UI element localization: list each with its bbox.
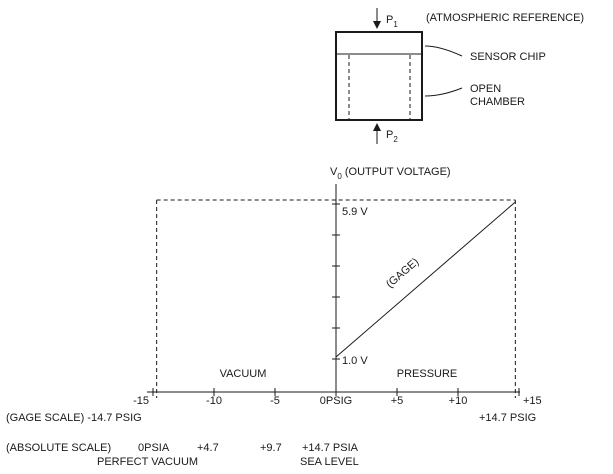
x-tick-label: +10	[449, 395, 468, 407]
absolute-4-7-label: +4.7	[197, 442, 219, 454]
x-tick-label: -10	[206, 395, 222, 407]
x-axis-ticks: -15 -10 -5 0PSIG +5 +10 +15	[133, 388, 542, 407]
p2-label: P2	[386, 129, 398, 144]
min-voltage-label: 1.0 V	[342, 355, 368, 367]
gage-series-label: (GAGE)	[384, 256, 421, 291]
gage-max-label: +14.7 PSIG	[479, 412, 536, 424]
x-tick-label: -5	[270, 395, 280, 407]
absolute-9-7-label: +9.7	[260, 442, 282, 454]
sensor-housing	[335, 31, 423, 121]
vacuum-region-label: VACUUM	[220, 368, 267, 380]
open-chamber-leader	[424, 87, 463, 97]
pressure-region-label: PRESSURE	[397, 368, 458, 380]
sensor-chip-leader	[424, 45, 463, 57]
gage-output-line	[335, 201, 516, 358]
y-axis-label: V0 (OUTPUT VOLTAGE)	[330, 166, 451, 181]
perfect-vacuum-label: PERFECT VACUUM	[97, 456, 198, 468]
x-tick-label: +5	[391, 395, 404, 407]
p1-arrow-head	[373, 21, 381, 29]
gage-scale-label: (GAGE SCALE) -14.7 PSIG	[6, 412, 142, 424]
absolute-14-7-label: +14.7 PSIA	[302, 442, 359, 454]
atmospheric-reference-label: (ATMOSPHERIC REFERENCE)	[426, 12, 584, 24]
sensor-diagram: P1 (ATMOSPHERIC REFERENCE) SENSOR CHIP O…	[335, 8, 584, 144]
open-chamber-label-line2: CHAMBER	[470, 96, 525, 108]
y-axis-ticks	[332, 203, 340, 360]
absolute-scale-label: (ABSOLUTE SCALE)	[6, 442, 111, 454]
x-tick-label: 0PSIG	[320, 395, 352, 407]
x-tick-label: -15	[133, 395, 149, 407]
absolute-zero-label: 0PSIA	[138, 442, 170, 454]
sea-level-label: SEA LEVEL	[300, 456, 359, 468]
output-chart: V0 (OUTPUT VOLTAGE) -15 -10 -5 0PSIG +5 +10 +1…	[6, 166, 542, 468]
sensor-chip-label: SENSOR CHIP	[470, 51, 546, 63]
p1-label: P1	[386, 14, 398, 29]
x-tick-label: +15	[523, 395, 542, 407]
open-chamber-label-line1: OPEN	[470, 83, 501, 95]
max-voltage-label: 5.9 V	[342, 206, 368, 218]
p2-arrow-head	[373, 123, 381, 131]
